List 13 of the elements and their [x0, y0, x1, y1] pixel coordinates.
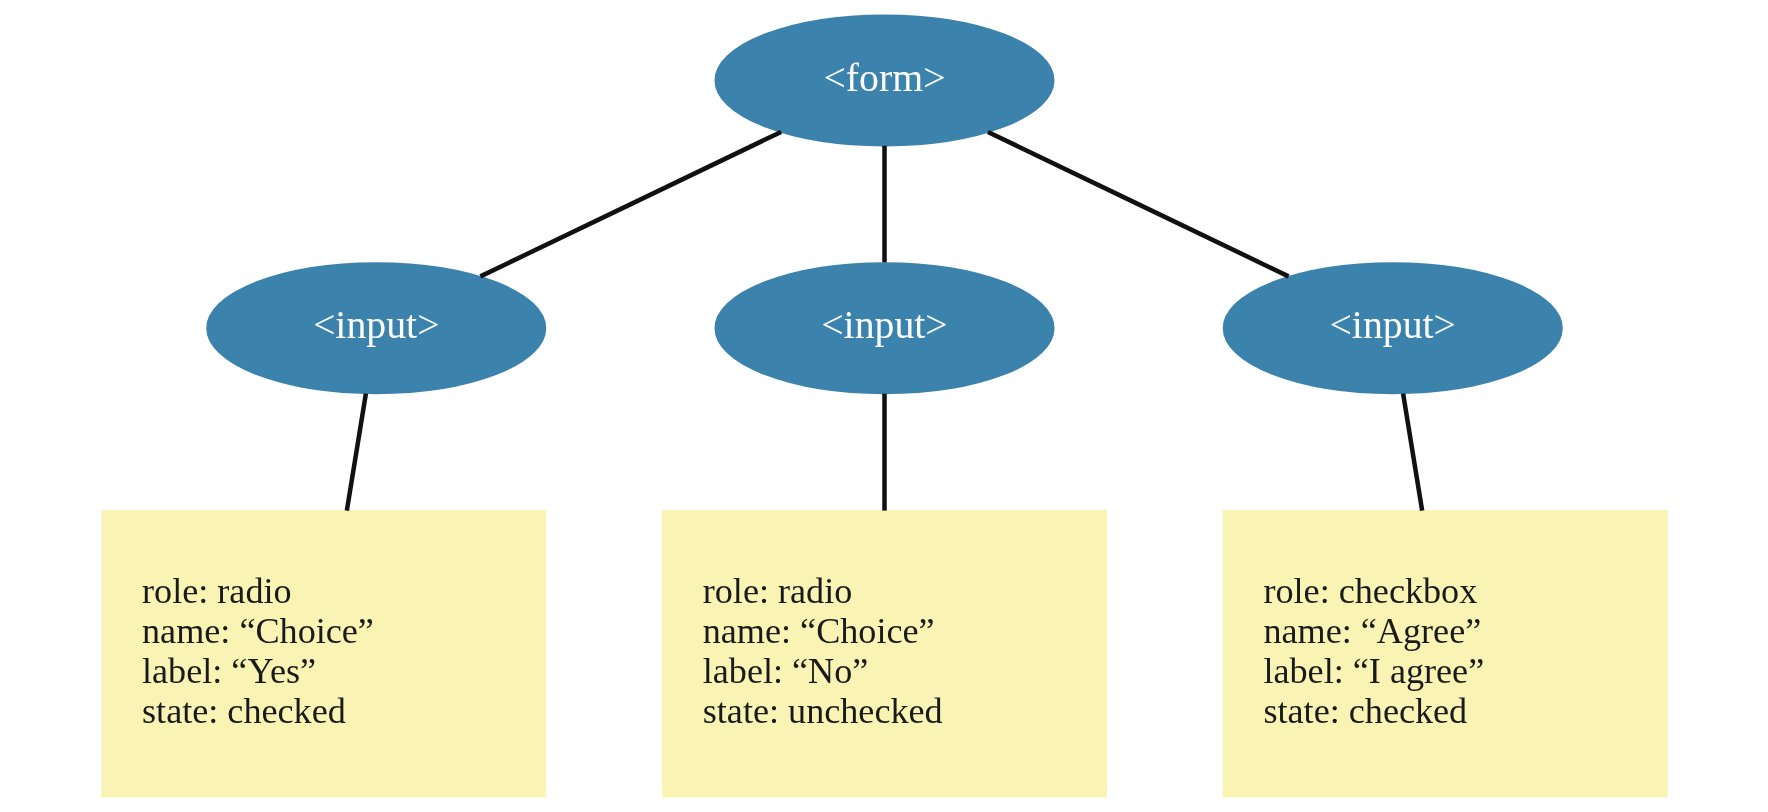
node-box: role: radio name: “Choice” label: “Yes” state: checked — [100, 510, 546, 798]
connector — [478, 129, 782, 279]
node-ellipse: <input> — [714, 262, 1054, 395]
node-ellipse: <form> — [714, 14, 1054, 147]
connector — [986, 129, 1290, 279]
node-ellipse: <input> — [205, 262, 546, 395]
node-ellipse: <input> — [1222, 262, 1563, 395]
connector — [1400, 393, 1424, 511]
connector — [881, 145, 887, 263]
node-box: role: checkbox name: “Agree” label: “I agree” state: checked — [1222, 510, 1668, 798]
connector — [344, 393, 368, 511]
connector — [881, 393, 887, 511]
node-box: role: radio name: “Choice” label: “No” state: unchecked — [661, 510, 1107, 798]
